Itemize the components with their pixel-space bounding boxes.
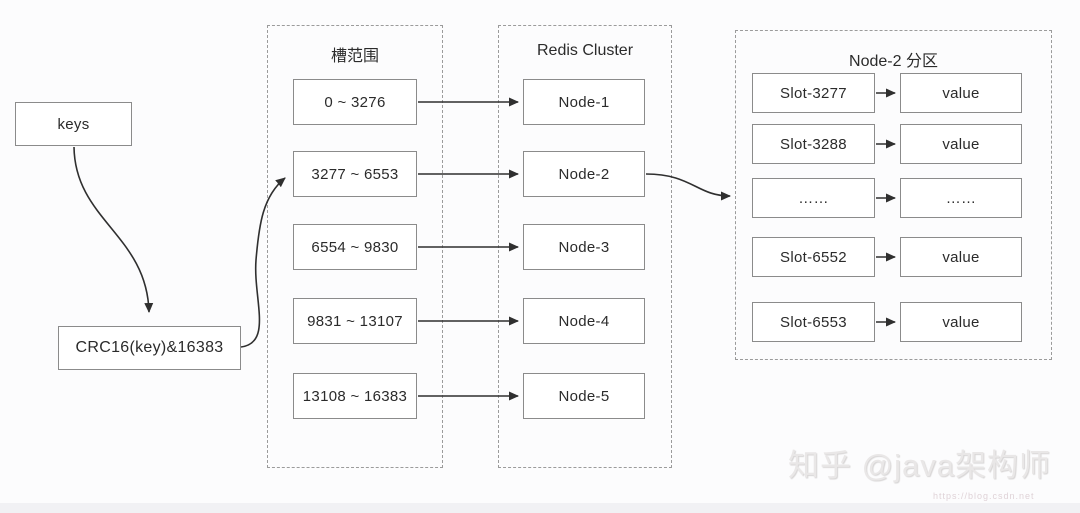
partition-slot-box-3: …… bbox=[752, 178, 875, 218]
node-5-box: Node-5 bbox=[523, 373, 645, 419]
csdn-url-watermark: https://blog.csdn.net bbox=[933, 491, 1035, 501]
partition-slot-box-4: Slot-6552 bbox=[752, 237, 875, 277]
zhihu-watermark: 知乎 @java架构师 bbox=[788, 448, 1051, 483]
arrow-keys-to-crc16 bbox=[73, 146, 154, 313]
node-1-box: Node-1 bbox=[523, 79, 645, 125]
slot-range-panel-title: 槽范围 bbox=[330, 48, 379, 65]
partition-value-box-1: value bbox=[900, 73, 1022, 113]
node-4-box: Node-4 bbox=[523, 298, 645, 344]
partition-slot-box-2: Slot-3288 bbox=[752, 124, 875, 164]
slot-range-box-1: 0 ~ 3276 bbox=[293, 79, 417, 125]
keys-box: keys bbox=[15, 102, 132, 146]
partition-value-box-3: …… bbox=[900, 178, 1022, 218]
node-3-box: Node-3 bbox=[523, 224, 645, 270]
node2-partition-panel-title: Node-2 分区 bbox=[849, 53, 938, 70]
slot-range-box-4: 9831 ~ 13107 bbox=[293, 298, 417, 344]
partition-value-box-4: value bbox=[900, 237, 1022, 277]
redis-cluster-panel-title: Redis Cluster bbox=[536, 42, 634, 59]
partition-value-box-5: value bbox=[900, 302, 1022, 342]
crc16-hash-box: CRC16(key)&16383 bbox=[58, 326, 241, 370]
bottom-strip bbox=[0, 503, 1080, 513]
slot-range-box-5: 13108 ~ 16383 bbox=[293, 373, 417, 419]
partition-value-box-2: value bbox=[900, 124, 1022, 164]
slot-range-box-2: 3277 ~ 6553 bbox=[293, 151, 417, 197]
node-2-box: Node-2 bbox=[523, 151, 645, 197]
slot-range-box-3: 6554 ~ 9830 bbox=[293, 224, 417, 270]
partition-slot-box-1: Slot-3277 bbox=[752, 73, 875, 113]
node2-partition-panel: Node-2 分区 bbox=[735, 30, 1052, 360]
partition-slot-box-5: Slot-6553 bbox=[752, 302, 875, 342]
